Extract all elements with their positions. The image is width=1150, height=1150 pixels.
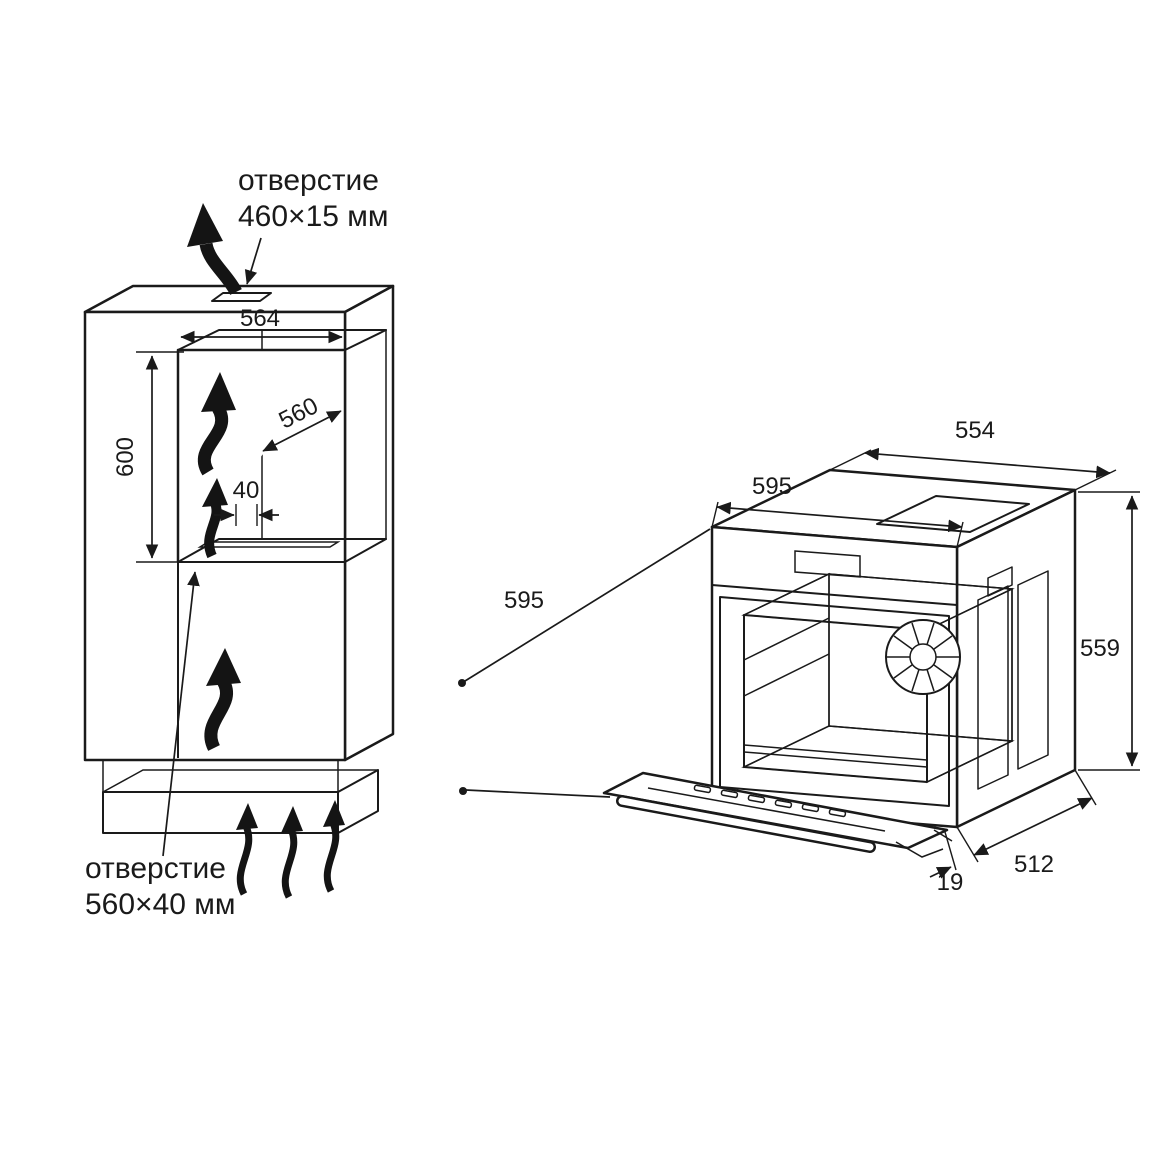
airflow-arrow-niche (197, 372, 236, 476)
cabinet-drawing: отверстие 460×15 мм отверстие 560×40 мм … (83, 164, 395, 921)
dim-top-width-ext-left (829, 449, 872, 471)
dim-side-height-label: 559 (1080, 635, 1120, 662)
oven-drawing: 595 554 559 512 19 595 (458, 417, 1140, 896)
airflow-arrows-under-cabinet (236, 800, 345, 899)
dim-front-height-dot-bottom (459, 787, 467, 795)
side-panel-embossing (977, 566, 1049, 790)
dim-niche-depth-line (262, 410, 342, 452)
door-hinges (895, 829, 953, 858)
cabinet-top-vent-slot (211, 292, 272, 302)
door-frame-outer (719, 596, 950, 807)
bottom-opening-label-line1: отверстие (85, 852, 226, 885)
dim-front-height-dot-top (458, 679, 466, 687)
airflow-arrow-shelf-gap (202, 478, 228, 559)
door-handle (616, 795, 876, 853)
door-glass-line (647, 787, 886, 832)
dim-top-width-line (864, 447, 1111, 479)
top-opening-label-line1: отверстие (238, 164, 379, 197)
dim-front-width-label: 595 (752, 473, 792, 500)
dim-front-width-line (716, 501, 963, 533)
cavity-back-wall (828, 573, 1013, 742)
dim-front-lip-label: 19 (937, 869, 964, 896)
airflow-arrow-lower-compartment (204, 648, 241, 751)
dim-niche-width-label: 564 (240, 305, 280, 332)
dim-front-lip-arrow (929, 866, 952, 879)
plinth-top (102, 769, 379, 793)
dim-bottom-depth-ext-front (956, 826, 979, 863)
door-vent-slots (693, 784, 847, 818)
cavity-opening (743, 614, 928, 783)
dim-rear-gap-label: 40 (233, 477, 260, 504)
dim-front-lip-ext (944, 831, 957, 871)
bottom-opening-label-line2: 560×40 мм (85, 888, 236, 921)
oven-side-face (955, 488, 1077, 829)
control-panel-divider (711, 584, 958, 606)
dim-bottom-depth-line (973, 797, 1093, 856)
dim-bottom-depth-ext-back (1074, 769, 1097, 806)
dim-front-height-leader-top (464, 528, 711, 682)
convection-fan-icon (885, 619, 961, 695)
dim-top-width-label: 554 (955, 417, 995, 444)
airflow-arrow-top-exhaust (187, 203, 242, 296)
dim-front-height-label: 595 (504, 587, 544, 614)
plinth-front (102, 791, 339, 834)
dim-front-height-leader-bottom (465, 789, 611, 798)
bottom-opening-leader-line (162, 571, 200, 857)
top-opening-label-line2: 460×15 мм (238, 200, 389, 233)
dim-niche-height-label: 600 (112, 437, 139, 477)
top-opening-leader-line (244, 237, 262, 285)
oven-rack-rails (743, 617, 928, 768)
dim-bottom-depth-label: 512 (1014, 851, 1054, 878)
